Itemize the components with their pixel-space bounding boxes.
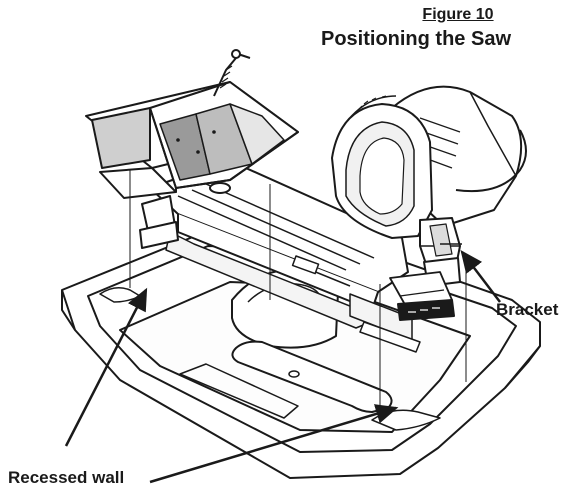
bracket-arrow	[460, 250, 501, 303]
alignment-lines	[129, 170, 467, 406]
figure-title: Positioning the Saw	[320, 28, 512, 50]
saw-head	[331, 85, 527, 321]
bracket-label: Bracket	[496, 300, 559, 319]
recessed-wall-arrow-right	[149, 404, 399, 484]
figure-number: Figure 10	[422, 6, 494, 23]
callout-arrows	[64, 250, 501, 484]
cutting-table	[85, 49, 299, 199]
recessed-wall-arrow-left	[64, 287, 148, 447]
recessed-wall-label: Recessed wall	[8, 468, 125, 487]
